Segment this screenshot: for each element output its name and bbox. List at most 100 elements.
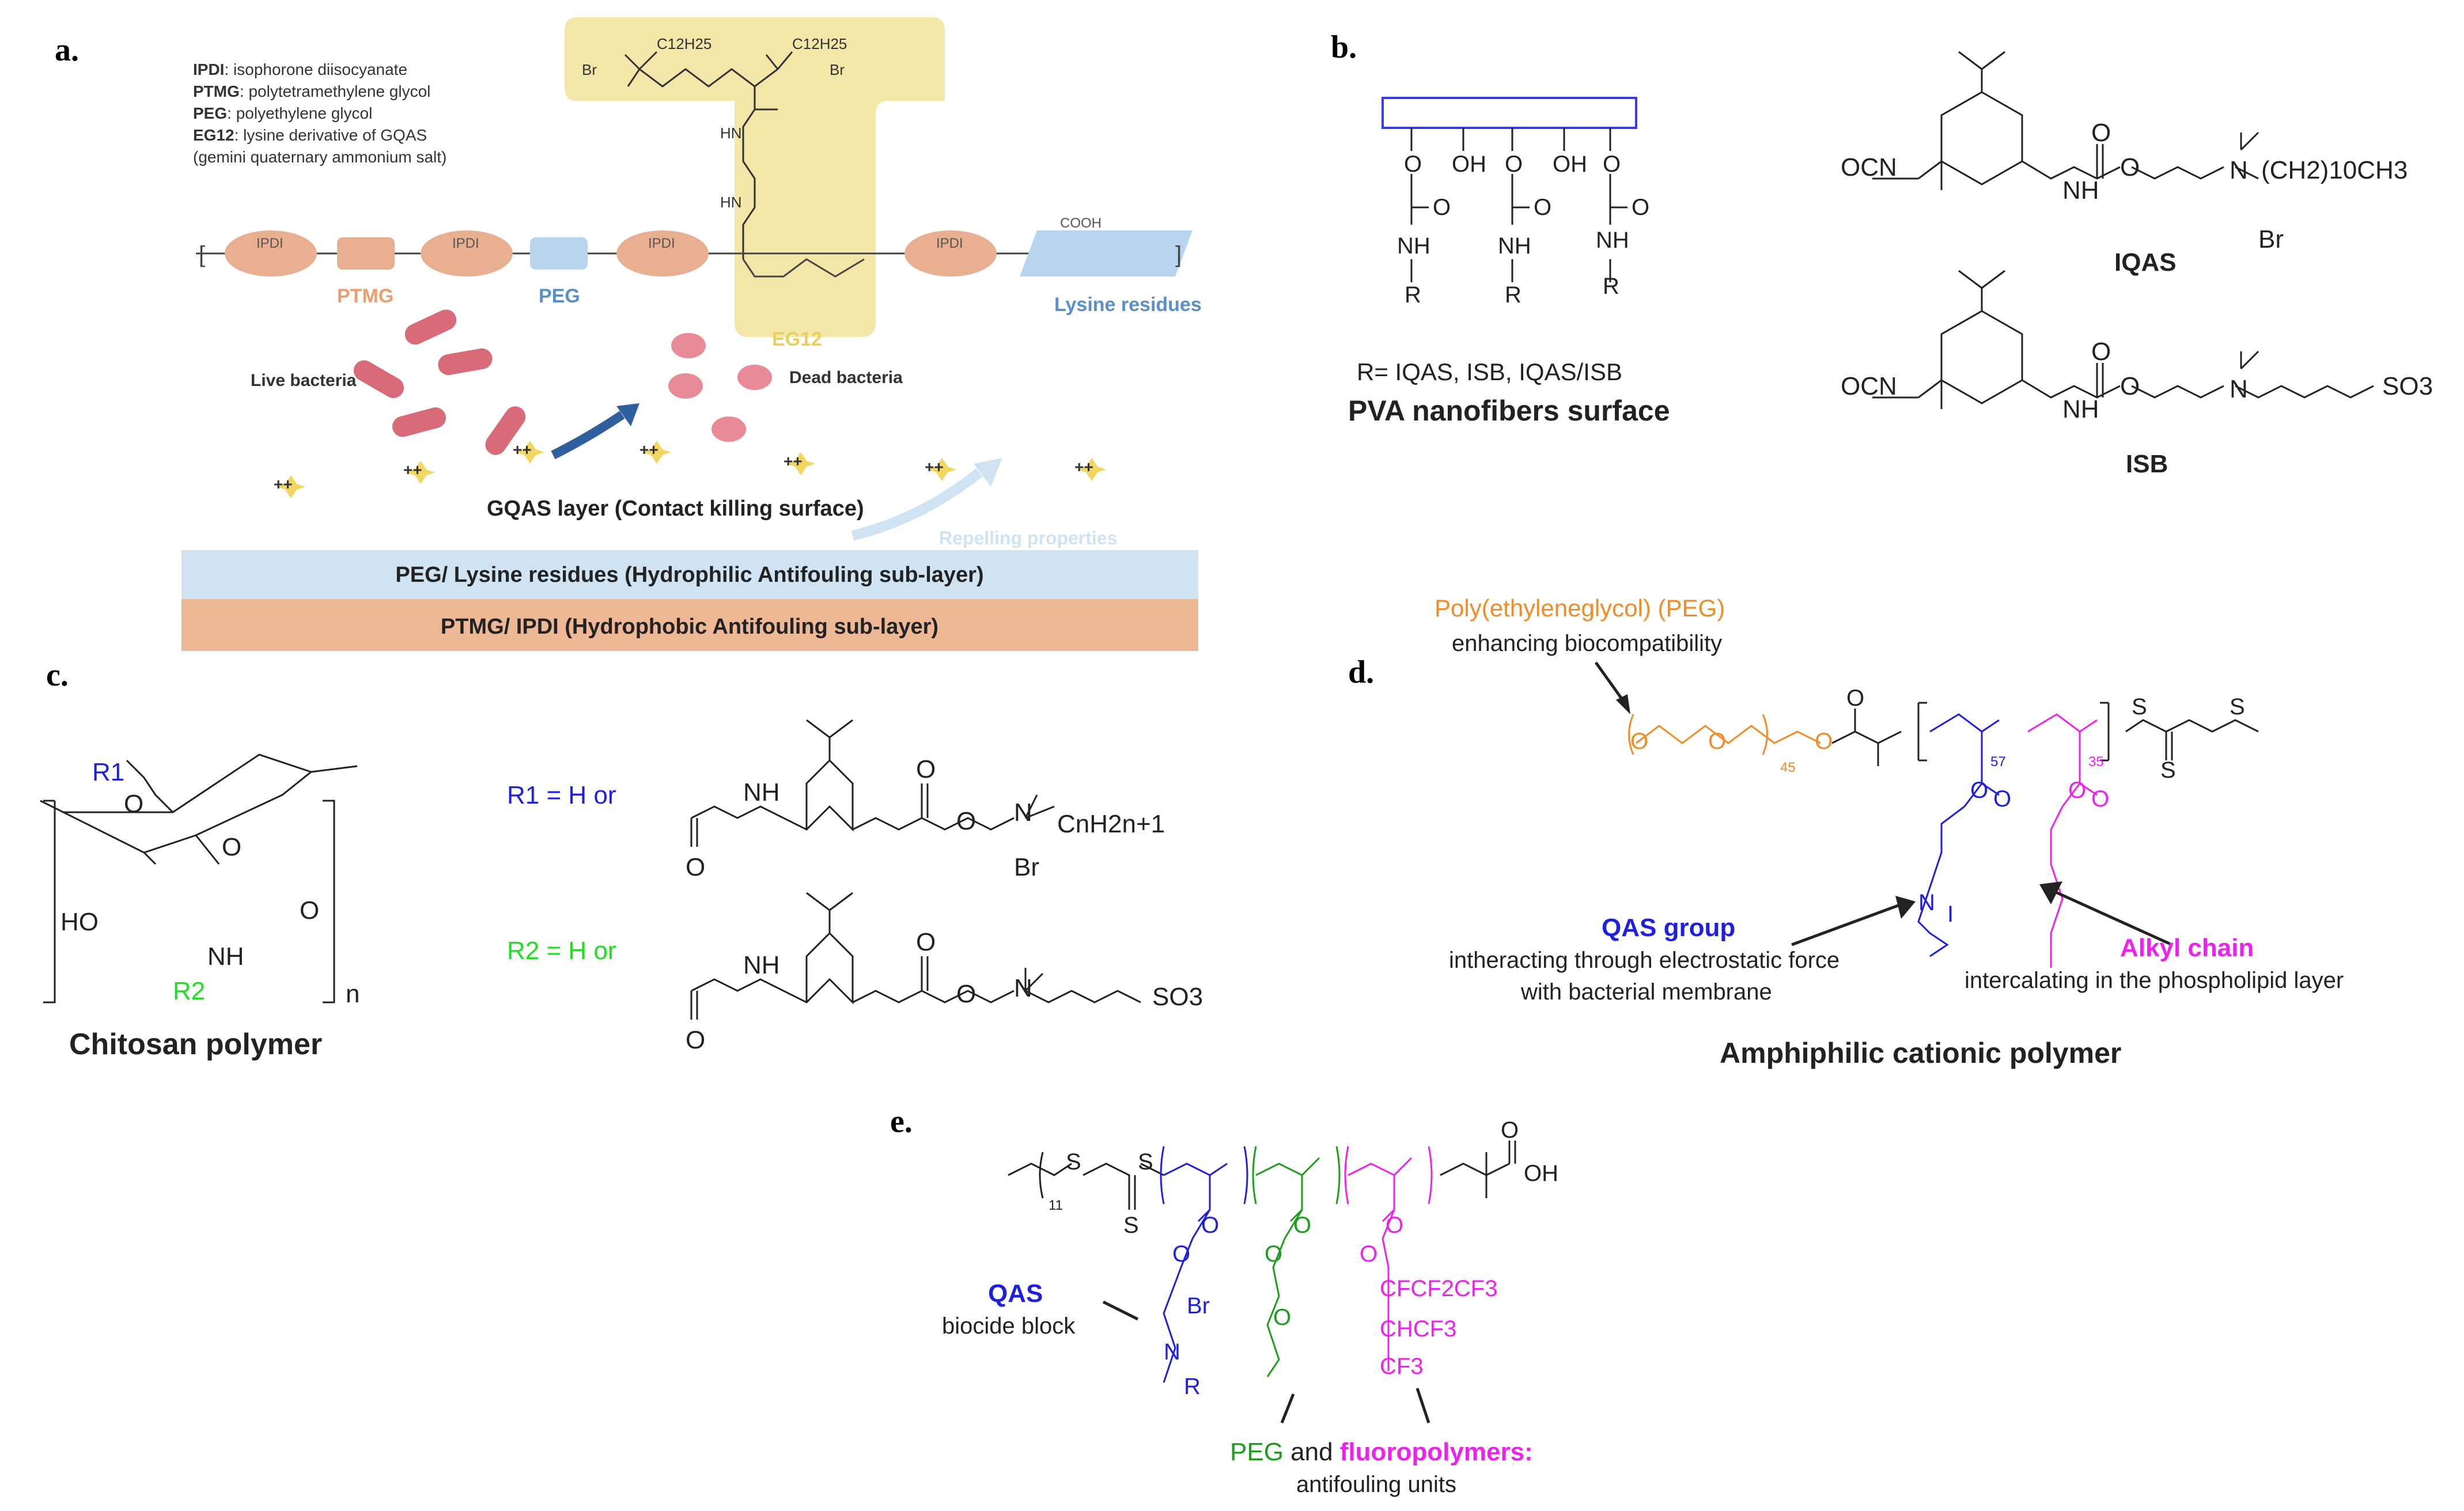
ipdi-unit-3 bbox=[616, 230, 709, 277]
panel-a-label: a. bbox=[55, 32, 79, 68]
atom-o: O bbox=[1603, 152, 1621, 177]
atom-o: O bbox=[956, 807, 976, 835]
pva-bonds bbox=[1410, 128, 1627, 282]
chitosan-ring bbox=[40, 753, 358, 1003]
atom-o: O bbox=[1265, 1241, 1282, 1267]
peg-arrow bbox=[1280, 1393, 1295, 1423]
n11-label: 11 bbox=[1049, 1198, 1063, 1213]
ocn-label: OCN bbox=[1841, 153, 1897, 181]
gemini-head bbox=[624, 51, 793, 259]
pva-surface-title: PVA nanofibers surface bbox=[1348, 395, 1670, 427]
panel-c-label: c. bbox=[46, 657, 69, 693]
bacterium bbox=[438, 348, 493, 376]
atom-o: O bbox=[916, 755, 936, 783]
hn-1: HN bbox=[720, 124, 742, 142]
atom-o: O bbox=[1630, 729, 1648, 754]
atom-o: O bbox=[1293, 1213, 1311, 1238]
atom-r: R bbox=[1603, 274, 1619, 299]
dead-bacterium bbox=[668, 373, 703, 399]
atom-n: N bbox=[1164, 1339, 1180, 1365]
atom-o: O bbox=[916, 928, 936, 956]
isb-name: ISB bbox=[2126, 450, 2168, 478]
atom-o: O bbox=[1846, 686, 1864, 711]
dead-bacterium bbox=[711, 416, 746, 442]
cationic-sites: ++ ++ ++ ++ ++ ++ ++ bbox=[274, 441, 1106, 498]
atom-i: I bbox=[1947, 902, 1954, 927]
n-label: n bbox=[346, 980, 359, 1008]
atom-o: O bbox=[2091, 119, 2111, 147]
atom-o: O bbox=[1970, 778, 1988, 803]
ocn-label: OCN bbox=[1841, 372, 1897, 400]
plus-label: ++ bbox=[403, 461, 422, 479]
fluoro-group-2: CHCF3 bbox=[1380, 1316, 1456, 1342]
fluoro-group-3: CF3 bbox=[1380, 1354, 1424, 1379]
cationic-site: ++ bbox=[513, 441, 544, 464]
ipdi-labels: IPDI IPDI IPDI IPDI COOH bbox=[256, 215, 1102, 251]
atom-o: O bbox=[956, 980, 976, 1008]
qas-desc: biocide block bbox=[942, 1313, 1076, 1339]
cooh: COOH bbox=[1060, 215, 1102, 231]
atom-nh: NH bbox=[743, 778, 780, 806]
br-label: Br bbox=[1187, 1293, 1210, 1319]
atom-n: N bbox=[1014, 798, 1032, 827]
cationic-site: ++ bbox=[639, 441, 671, 464]
cationic-site: ++ bbox=[274, 475, 305, 498]
panel-b-label: b. bbox=[1331, 29, 1357, 65]
br-left: Br bbox=[582, 61, 597, 78]
atom-n: N bbox=[1014, 974, 1032, 1002]
so3-label: SO3 bbox=[2382, 372, 2433, 400]
alkyl-arrow bbox=[2050, 888, 2173, 946]
atom-o: O bbox=[1273, 1305, 1291, 1330]
live-bacteria-label: Live bacteria bbox=[251, 371, 357, 390]
panel-e-label: e. bbox=[890, 1104, 913, 1139]
pva-atoms: O OH O OH O O O O NH NH NH R R R bbox=[1397, 152, 1649, 308]
r-definition: R= IQAS, ISB, IQAS/ISB bbox=[1357, 358, 1622, 385]
atom-oh: OH bbox=[1553, 152, 1587, 177]
atom-o: O bbox=[2068, 778, 2086, 803]
oh-label: OH bbox=[1524, 1161, 1558, 1186]
cationic-site: ++ bbox=[925, 458, 956, 481]
dead-bacterium bbox=[737, 365, 772, 390]
peg-label: PEG bbox=[539, 285, 580, 307]
abbrev-ptmg: PTMG: polytetramethylene glycol bbox=[193, 82, 430, 100]
ipdi-1: IPDI bbox=[256, 236, 283, 251]
gqas-layer-label: GQAS layer (Contact killing surface) bbox=[487, 497, 864, 521]
atom-nh: NH bbox=[1498, 233, 1531, 259]
ipdi-unit-4 bbox=[904, 230, 997, 277]
fluoro-polymer: S S S 11 O OH O O O O O O O CFCF2CF3 CHC… bbox=[1008, 1118, 1558, 1399]
iqas-tail: (CH2)10CH3 bbox=[2261, 156, 2408, 184]
atom-o: O bbox=[1534, 195, 1551, 220]
panel-a: a. IPDI: isophorone diisocyanate PTMG: p… bbox=[55, 17, 1202, 651]
ipdi-4: IPDI bbox=[936, 236, 963, 251]
abbrev-eg12: EG12: lysine derivative of GQAS bbox=[193, 126, 427, 144]
isb-structure: OCN O O NH N SO3 ISB bbox=[1841, 270, 2433, 478]
panel-e: e. S S S 11 O OH O O O O O O bbox=[890, 1104, 1558, 1497]
bacterium bbox=[392, 407, 446, 437]
atom-n: N bbox=[2230, 375, 2248, 403]
cationic-site: ++ bbox=[784, 452, 815, 475]
atom-s: S bbox=[1138, 1149, 1153, 1175]
r1-label: R1 bbox=[92, 758, 124, 786]
n57-label: 57 bbox=[1990, 754, 2006, 770]
peg-title: Poly(ethyleneglycol) (PEG) bbox=[1435, 594, 1725, 622]
ptmg-unit bbox=[337, 237, 395, 270]
plus-label: ++ bbox=[513, 441, 532, 459]
bacterium bbox=[404, 309, 457, 345]
bacterium bbox=[353, 360, 404, 398]
panel-b: b. O OH O OH O O O bbox=[1331, 29, 2433, 478]
ipdi-unit-1 bbox=[225, 230, 317, 277]
atom-o: O bbox=[1815, 729, 1833, 754]
lysine-unit bbox=[1020, 230, 1193, 277]
r-label: R bbox=[1184, 1374, 1201, 1399]
atom-o: O bbox=[222, 833, 241, 861]
polymer-backbone: [ ] bbox=[196, 230, 1193, 278]
plus-label: ++ bbox=[925, 458, 944, 476]
hydrophilic-layer bbox=[181, 550, 1198, 599]
hydrophobic-layer-label: PTMG/ IPDI (Hydrophobic Antifouling sub-… bbox=[441, 615, 938, 639]
eg12-label: EG12 bbox=[772, 328, 822, 350]
r1-substituent: NH O O O N CnH2n+1 Br bbox=[686, 719, 1165, 881]
atom-nh: NH bbox=[2062, 176, 2099, 205]
atom-o: O bbox=[2091, 786, 2109, 812]
atom-o: O bbox=[2120, 153, 2140, 181]
plus-label: ++ bbox=[784, 452, 803, 470]
